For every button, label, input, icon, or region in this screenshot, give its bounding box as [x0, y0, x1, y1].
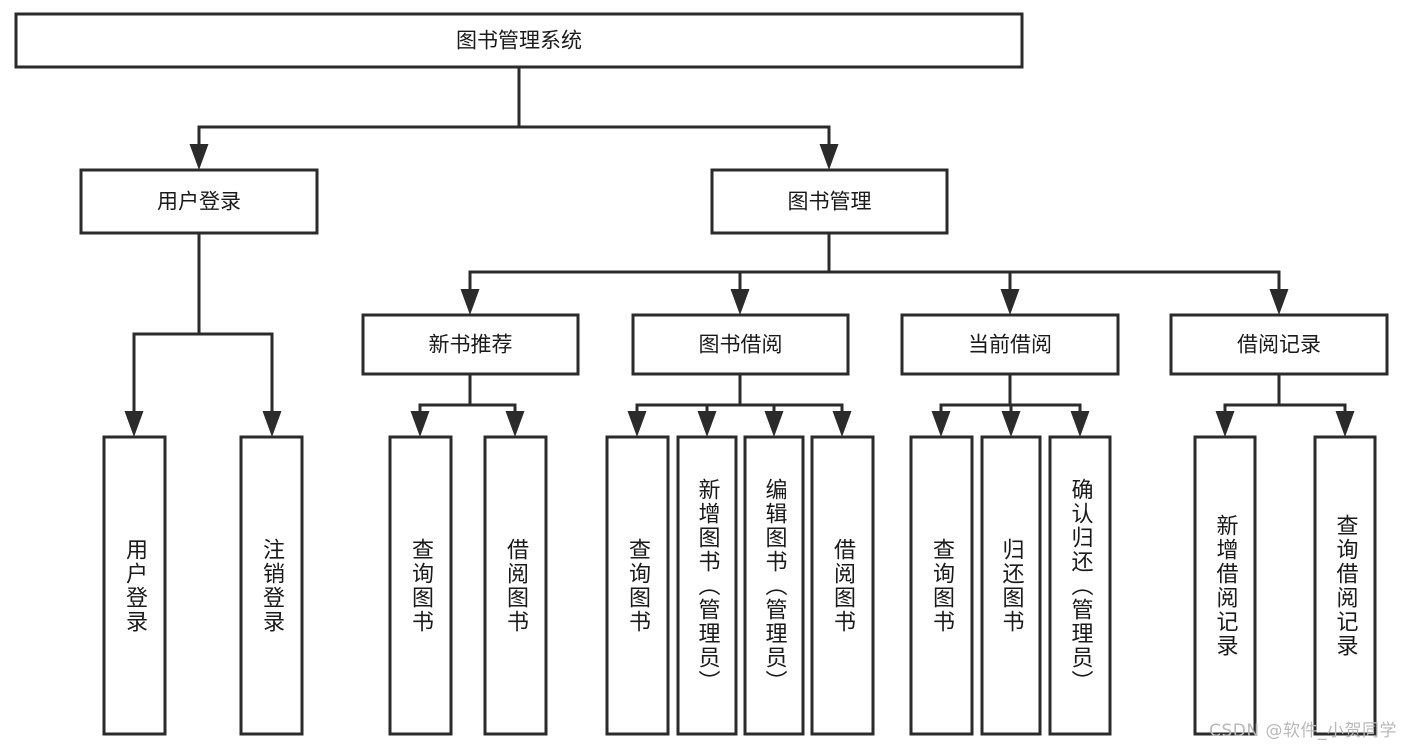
node-label: 用户登录	[157, 190, 241, 214]
arrow-head-icon	[1070, 411, 1090, 437]
node-leaf-bb-query[interactable]	[605, 435, 670, 736]
node-label: 当前借阅	[968, 333, 1052, 357]
node-current-borrow[interactable]: 当前借阅	[900, 313, 1120, 376]
node-label: 图书管理	[788, 190, 872, 214]
node-book-manage[interactable]: 图书管理	[710, 168, 949, 235]
node-leaf-cb-return[interactable]	[980, 435, 1042, 736]
arrow-head-icon	[1001, 411, 1021, 437]
arrow-head-icon	[189, 144, 209, 170]
node-leaf-user-login[interactable]	[102, 435, 167, 736]
arrow-head-icon	[410, 411, 430, 437]
arrow-head-icon	[627, 411, 647, 437]
node-leaf-bb-borrow[interactable]	[810, 435, 875, 736]
node-new-book-rec[interactable]: 新书推荐	[361, 313, 580, 376]
arrow-head-icon	[1000, 289, 1020, 315]
connector-currentborrow-to-leaves	[931, 372, 1090, 437]
node-root[interactable]: 图书管理系统	[14, 12, 1024, 69]
arrow-head-icon	[931, 411, 951, 437]
arrow-head-icon	[1335, 411, 1355, 437]
node-label: 借阅记录	[1237, 333, 1321, 357]
node-book-borrow[interactable]: 图书借阅	[631, 313, 850, 376]
node-leaf-logout[interactable]	[239, 435, 304, 736]
node-leaf-cb-query[interactable]	[909, 435, 974, 736]
connector-borrowrecord-to-leaves	[1215, 372, 1355, 437]
arrow-head-icon	[730, 289, 750, 315]
arrow-head-icon	[460, 289, 480, 315]
connector-bookborrow-to-leaves	[627, 372, 852, 437]
connector-root-to-level2	[189, 65, 839, 170]
arrow-head-icon	[124, 411, 144, 437]
node-leaf-br-query[interactable]	[1313, 435, 1377, 736]
node-leaf-rec-query[interactable]	[388, 435, 453, 736]
arrow-head-icon	[819, 144, 839, 170]
node-leaf-bb-edit[interactable]	[743, 435, 805, 736]
node-label: 新书推荐	[429, 333, 513, 357]
connector-bookmanage-to-level3	[460, 231, 1289, 315]
node-label: 图书管理系统	[456, 29, 582, 53]
node-user-login[interactable]: 用户登录	[79, 168, 319, 235]
connector-layer	[124, 65, 1355, 437]
node-label: 图书借阅	[699, 333, 783, 357]
connector-userlogin-to-leaves	[124, 231, 282, 437]
node-leaf-br-add[interactable]	[1193, 435, 1257, 736]
arrow-head-icon	[697, 411, 717, 437]
node-leaf-bb-add[interactable]	[676, 435, 738, 736]
node-leaf-rec-borrow[interactable]	[483, 435, 548, 736]
arrow-head-icon	[1269, 289, 1289, 315]
arrow-head-icon	[505, 411, 525, 437]
node-leaf-cb-confirm[interactable]	[1048, 435, 1112, 736]
connector-newbook-to-leaves	[410, 372, 525, 437]
arrow-head-icon	[764, 411, 784, 437]
arrow-head-icon	[1215, 411, 1235, 437]
csdn-watermark: CSDN @软件_小贺同学	[1209, 721, 1397, 741]
arrow-head-icon	[832, 411, 852, 437]
node-borrow-record[interactable]: 借阅记录	[1169, 313, 1389, 376]
arrow-head-icon	[262, 411, 282, 437]
